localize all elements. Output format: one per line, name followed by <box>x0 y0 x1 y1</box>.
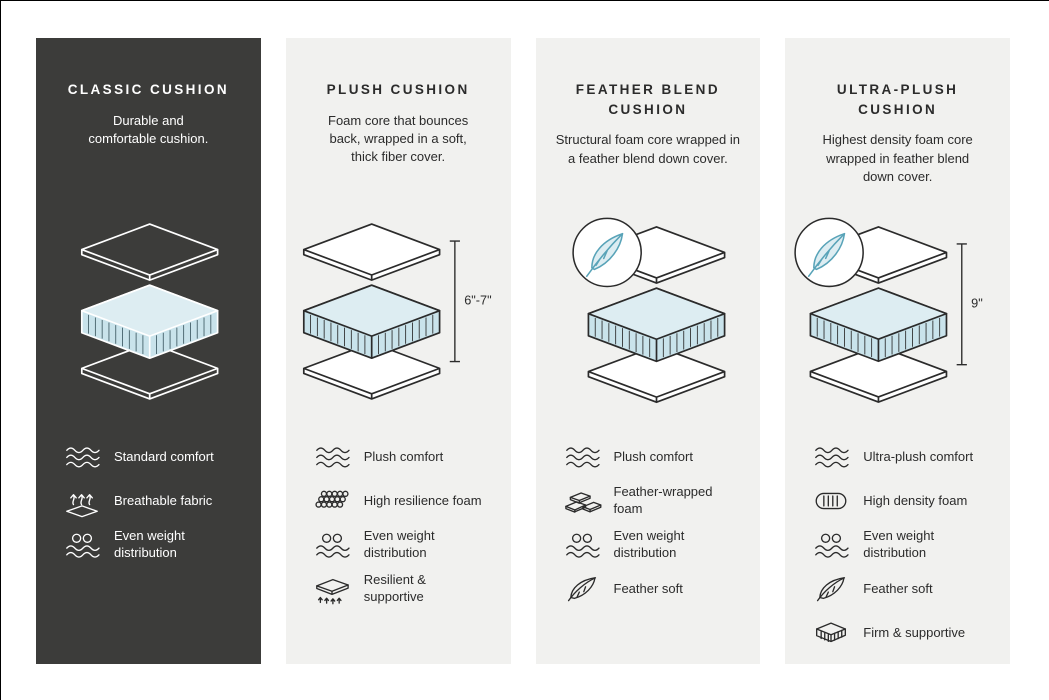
feature-label: Feather soft <box>863 580 933 596</box>
card-header: ULTRA-PLUSH CUSHION Highest density foam… <box>811 80 984 198</box>
feature-item: Resilient & supportive <box>312 572 485 606</box>
cushion-layers-illustration <box>81 222 219 400</box>
feature-label: Firm & supportive <box>863 624 966 640</box>
feature-label: Feather soft <box>613 580 683 596</box>
feather-icon <box>811 572 851 606</box>
cushion-diagram: 9" <box>787 198 1008 426</box>
feature-item: Plush comfort <box>562 440 735 474</box>
resilient-supportive-icon <box>312 572 352 606</box>
cushion-diagram: 6"-7" <box>288 198 509 426</box>
feature-item: Even weight distribution <box>62 528 235 562</box>
comfort-waves-icon <box>562 440 602 474</box>
feature-label: High density foam <box>863 492 968 508</box>
feature-label: Ultra-plush comfort <box>863 448 974 464</box>
card-ultra-plush-cushion: ULTRA-PLUSH CUSHION Highest density foam… <box>785 38 1010 664</box>
feature-item: Feather soft <box>562 572 735 606</box>
card-title: FEATHER BLEND CUSHION <box>575 82 720 117</box>
feather-icon <box>562 572 602 606</box>
cushion-layers-illustration <box>572 217 726 404</box>
resilience-foam-icon <box>312 484 352 518</box>
feature-item: High density foam <box>811 484 984 518</box>
comfort-waves-icon <box>62 440 102 474</box>
feature-item: Feather soft <box>811 572 984 606</box>
feature-label: Resilient & supportive <box>363 572 426 604</box>
feature-label: Plush comfort <box>363 448 444 464</box>
card-title: PLUSH CUSHION <box>326 82 470 97</box>
cushion-height-label: 9" <box>971 296 983 311</box>
card-feather-blend-cushion: FEATHER BLEND CUSHION Structural foam co… <box>535 38 761 664</box>
feature-label: Plush comfort <box>613 448 693 464</box>
cushion-layers-illustration: 6"-7" <box>303 222 492 400</box>
feature-item: Even weight distribution <box>312 528 485 562</box>
high-density-foam-icon <box>811 484 851 518</box>
card-description: Structural foam core wrapped in a feathe… <box>555 132 740 166</box>
even-weight-icon <box>312 528 352 562</box>
feature-item: Feather-wrapped foam <box>562 484 735 518</box>
cushion-height-label: 6"-7" <box>464 292 491 307</box>
feature-label: High resilience foam <box>363 492 482 508</box>
firm-supportive-icon <box>811 616 851 650</box>
comfort-waves-icon <box>811 440 851 474</box>
card-header: CLASSIC CUSHION Durable and comfortable … <box>62 80 235 198</box>
feather-wrapped-foam-icon <box>562 484 602 518</box>
feature-label: Standard comfort <box>114 448 214 464</box>
feature-item: Standard comfort <box>62 440 235 474</box>
card-title: CLASSIC CUSHION <box>67 82 229 97</box>
feature-item: Breathable fabric <box>62 484 235 518</box>
card-plush-cushion: PLUSH CUSHION Foam core that bounces bac… <box>285 38 511 664</box>
breathable-fabric-icon <box>62 484 102 518</box>
feature-label: Breathable fabric <box>114 492 213 508</box>
feature-label: Feather-wrapped foam <box>613 484 713 516</box>
feature-item: High resilience foam <box>312 484 485 518</box>
even-weight-icon <box>562 528 602 562</box>
feature-label: Even weight distribution <box>114 528 185 560</box>
feature-label: Even weight distribution <box>613 528 685 560</box>
feature-item: Even weight distribution <box>562 528 735 562</box>
cushion-diagram <box>38 198 259 426</box>
card-title: ULTRA-PLUSH CUSHION <box>836 82 959 117</box>
even-weight-icon <box>811 528 851 562</box>
card-classic-cushion: CLASSIC CUSHION Durable and comfortable … <box>36 38 261 664</box>
feature-item: Ultra-plush comfort <box>811 440 984 474</box>
feature-item: Firm & supportive <box>811 616 984 650</box>
cushion-diagram <box>538 198 759 426</box>
cushion-layers-illustration: 9" <box>793 217 983 403</box>
card-description: Foam core that bounces back, wrapped in … <box>328 112 469 165</box>
even-weight-icon <box>62 528 102 562</box>
feature-label: Even weight distribution <box>363 528 435 560</box>
comfort-waves-icon <box>312 440 352 474</box>
card-description: Highest density foam core wrapped in fea… <box>822 132 973 185</box>
feature-item: Plush comfort <box>312 440 485 474</box>
feature-item: Even weight distribution <box>811 528 984 562</box>
feature-label: Even weight distribution <box>863 528 935 560</box>
card-header: PLUSH CUSHION Foam core that bounces bac… <box>312 80 485 198</box>
card-description: Durable and comfortable cushion. <box>88 112 209 147</box>
card-header: FEATHER BLEND CUSHION Structural foam co… <box>556 80 740 198</box>
